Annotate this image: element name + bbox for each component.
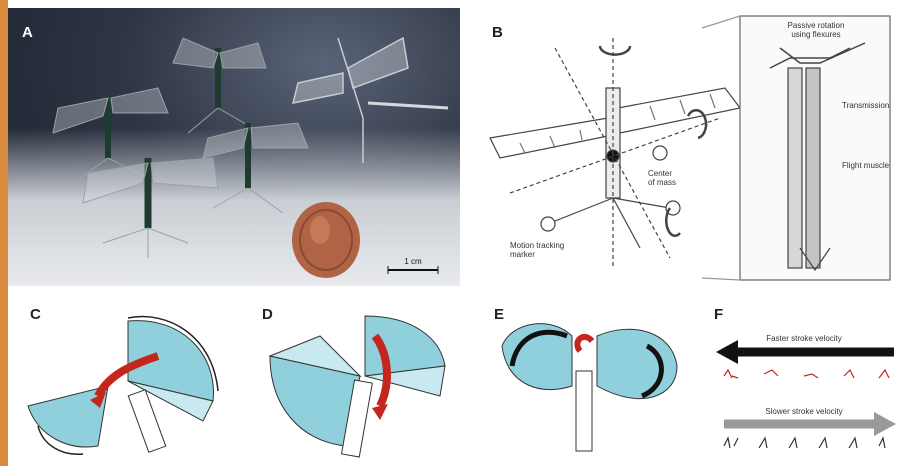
panel-b-schematic: B	[470, 8, 900, 286]
label-transmission: Transmission	[842, 101, 889, 110]
panel-e-wing-stroke: E	[472, 296, 702, 466]
panel-f-velocity: F Faster stroke velocity Slower stroke v…	[704, 296, 900, 466]
wing-lower	[28, 386, 108, 447]
velocity-diagram: Faster stroke velocity Slower stroke vel…	[704, 296, 900, 466]
body	[576, 371, 592, 451]
rotation-arrow	[577, 337, 592, 351]
left-wing	[490, 118, 608, 158]
robot-insect-4	[83, 158, 218, 258]
wing-stroke-diagram-d	[240, 296, 470, 466]
scale-bar-label: 1 cm	[404, 257, 422, 266]
label-flight-muscle: Flight muscle	[842, 161, 890, 170]
flight-muscle-right	[806, 68, 820, 268]
faster-wing-traces	[724, 370, 889, 378]
coin	[292, 202, 360, 278]
robot-insects-illustration: 1 cm	[8, 8, 460, 286]
scale-bar: 1 cm	[388, 257, 438, 274]
wing-stroke-diagram-c	[8, 296, 238, 466]
slower-label: Slower stroke velocity	[765, 407, 842, 416]
figure-frame: A	[8, 0, 900, 466]
flight-muscle-left	[788, 68, 802, 268]
body	[128, 390, 165, 453]
robot-insect-tethered	[293, 38, 448, 163]
wing-right	[597, 329, 677, 398]
faster-label: Faster stroke velocity	[766, 334, 842, 343]
panel-d-wing-stroke: D	[240, 296, 470, 466]
slower-wing-traces	[724, 438, 885, 448]
wing-stroke-diagram-e	[472, 296, 702, 466]
robot-insect-3	[203, 123, 308, 213]
right-wing	[618, 88, 740, 133]
robot-insect-1	[173, 38, 266, 133]
panel-a-photo: A	[8, 8, 460, 286]
panel-c-wing-stroke: C	[8, 296, 238, 466]
